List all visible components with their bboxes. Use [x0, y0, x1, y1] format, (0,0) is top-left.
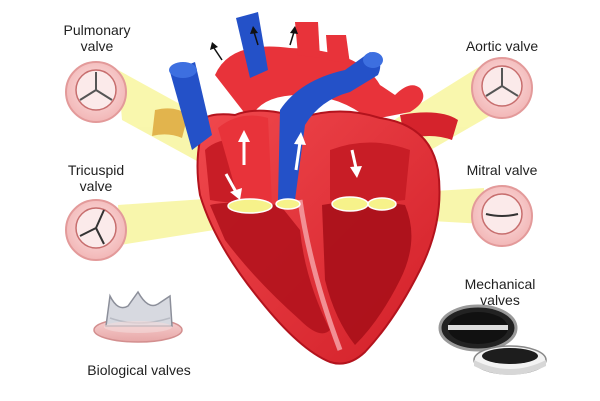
pulmonary-artery: [236, 12, 268, 78]
pulmonary-label-line2: valve: [80, 38, 114, 54]
inner-tricuspid-valve: [227, 198, 273, 214]
inner-mitral-valve: [331, 196, 369, 212]
septum: [297, 199, 343, 351]
aortic-vessel-right: [326, 35, 350, 64]
pulmonary-vein-left: [152, 108, 188, 138]
tricuspid-valve-closeup: [65, 199, 127, 261]
aortic-valve-label: Aortic valve: [452, 38, 552, 54]
pulmonary-trunk: [278, 52, 381, 200]
mitral-valve-closeup: [471, 185, 533, 247]
biological-valve-illustration: [93, 290, 183, 343]
left-ventricle: [322, 201, 412, 345]
mechanical-valves-illustration: [438, 304, 547, 375]
right-ventricle: [210, 202, 330, 334]
mechanical-label-line2: valves: [480, 292, 520, 308]
pulmonary-opening: [363, 52, 383, 68]
left-atrium: [330, 142, 410, 203]
mechanical-label-line1: Mechanical: [464, 276, 536, 292]
top-arrows: [210, 26, 298, 61]
aortic-vessel-left: [295, 22, 320, 58]
superior-vena-cava: [170, 62, 212, 150]
tricuspid-label-line2: valve: [79, 178, 113, 194]
inner-aortic-valve: [367, 197, 397, 211]
pulmonary-valve-label: Pulmonary valve: [52, 22, 142, 54]
tricuspid-valve-label: Tricuspid valve: [56, 162, 136, 194]
tricuspid-label-line1: Tricuspid: [67, 162, 125, 178]
aortic-valve-closeup: [471, 57, 533, 119]
mitral-valve-label: Mitral valve: [452, 162, 552, 178]
aortic-label-text: Aortic valve: [465, 38, 539, 54]
biological-valves-label: Biological valves: [74, 362, 204, 378]
vena-cava-opening: [169, 62, 197, 78]
pulmonary-valve-closeup: [65, 61, 127, 123]
pulmonary-label-line1: Pulmonary: [63, 22, 131, 38]
mechanical-valves-label: Mechanical valves: [450, 276, 550, 308]
flow-arrows: [224, 130, 362, 200]
biological-label-text: Biological valves: [87, 362, 191, 378]
inner-pulmonary-valve: [275, 198, 301, 210]
mitral-label-text: Mitral valve: [466, 162, 538, 178]
heart: [152, 12, 458, 365]
